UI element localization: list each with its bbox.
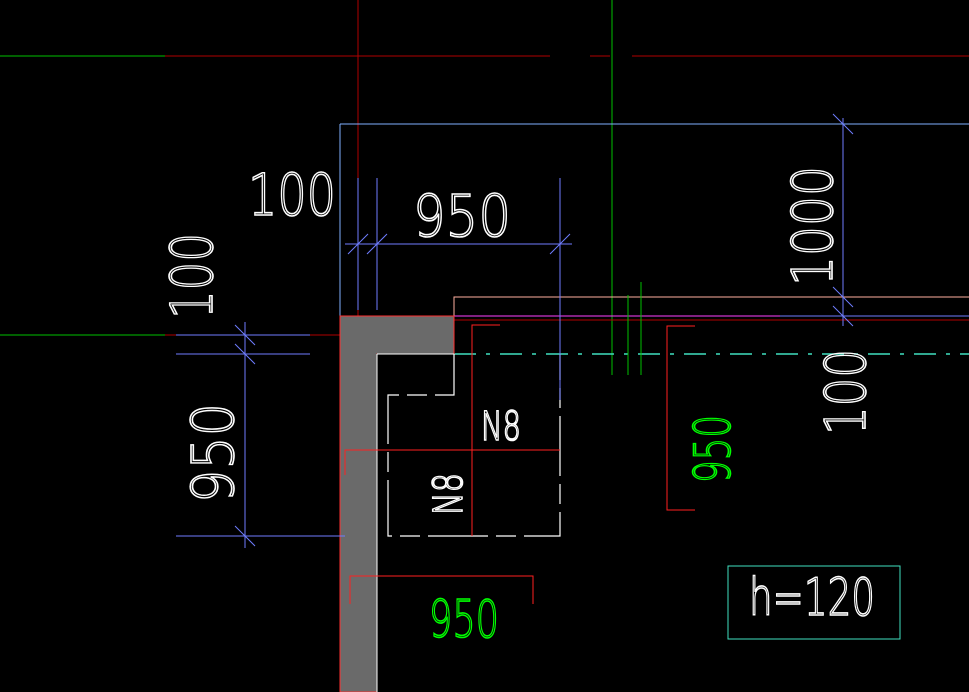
slab-thickness-box <box>727 565 901 640</box>
opening-outline-line <box>387 354 561 537</box>
dim-top-span-label: 950 <box>413 182 511 250</box>
rebar-left <box>344 449 377 475</box>
dim-left-gap-label: 100 <box>158 233 226 319</box>
dim-top-gap-label: 100 <box>248 161 336 229</box>
dim-top-tick-3 <box>549 233 571 255</box>
dim-top-tick-1 <box>347 233 369 255</box>
dim-left-span-label: 950 <box>179 403 247 503</box>
wall-section <box>339 315 455 692</box>
dim-left-tick-1 <box>234 324 256 346</box>
rebar-bottom <box>349 575 534 604</box>
dimension-lines <box>176 113 854 548</box>
dim-left-tick-3 <box>234 525 256 547</box>
rebar-right-length-label: 950 <box>684 415 742 483</box>
slab-thickness-tag[interactable]: h=120 <box>727 565 901 640</box>
rebar-left-label: N8 <box>426 473 472 515</box>
rebar-top-label: N8 <box>481 404 521 450</box>
dim-right-gap-label: 100 <box>814 349 879 435</box>
rebar-lines <box>344 324 695 604</box>
dashed-axis <box>454 282 969 375</box>
dim-top-tick-2 <box>366 233 388 255</box>
dim-right-tick-1 <box>832 113 854 135</box>
dim-right-tick-2 <box>832 286 854 308</box>
opening-outline <box>377 354 561 537</box>
rebar-right <box>666 325 695 511</box>
rebar-bottom-length-label: 950 <box>429 590 499 650</box>
rebar-top <box>471 324 500 350</box>
dim-right-depth-label: 1000 <box>781 166 846 286</box>
beam-edges <box>453 296 969 340</box>
dim-right-tick-3 <box>832 305 854 327</box>
slab-thickness-label: h=120 <box>749 568 875 628</box>
dim-left-tick-2 <box>234 343 256 365</box>
beam-edge-salmon <box>453 296 969 340</box>
